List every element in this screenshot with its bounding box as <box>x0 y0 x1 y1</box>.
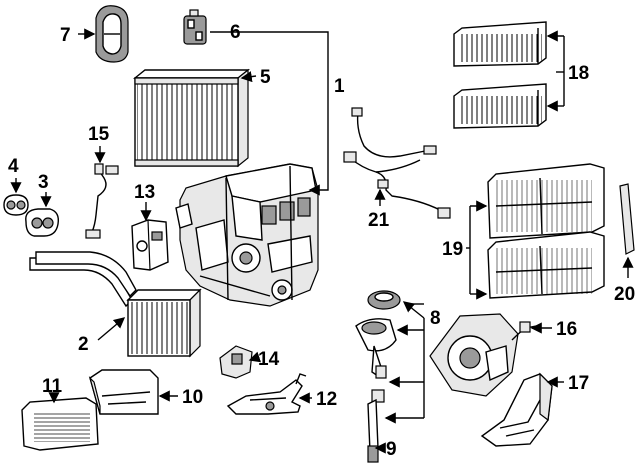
callout-16: 16 <box>556 319 577 340</box>
callout-21: 21 <box>368 210 390 231</box>
callout-10: 10 <box>182 387 203 408</box>
hvac-case-part-1 <box>175 163 319 307</box>
bracket-part-12 <box>226 373 307 415</box>
cabin-filter-lower-part-18 <box>453 83 547 129</box>
leader-lines <box>10 32 634 454</box>
control-panel-part-11 <box>21 397 99 451</box>
callout-19: 19 <box>442 239 463 260</box>
callout-labels: 1 2 3 4 5 6 7 8 9 10 11 12 13 14 15 16 1… <box>8 22 635 460</box>
callout-3: 3 <box>38 172 49 193</box>
evaporator-core-part-5 <box>133 68 250 168</box>
filter-frame-upper-part-19 <box>487 163 605 239</box>
expansion-valve-part-6 <box>183 9 207 45</box>
callout-7: 7 <box>60 25 71 46</box>
callout-13: 13 <box>134 182 155 203</box>
callout-15: 15 <box>88 124 110 145</box>
wiring-part-15 <box>85 163 119 239</box>
seal-strip-part-20 <box>619 183 635 255</box>
callout-14: 14 <box>258 349 280 370</box>
filter-frame-lower-part-19 <box>487 231 605 299</box>
callout-1: 1 <box>334 76 345 97</box>
clip-part-14 <box>219 345 253 379</box>
callout-2: 2 <box>78 334 89 355</box>
callout-9: 9 <box>386 439 397 460</box>
callout-4: 4 <box>8 156 19 177</box>
seal-part-7 <box>95 5 129 63</box>
control-module-part-10 <box>88 369 159 415</box>
grommet-part-4 <box>3 194 29 216</box>
callout-5: 5 <box>260 67 271 88</box>
actuator-part-13 <box>131 219 169 271</box>
callout-20: 20 <box>614 284 635 305</box>
resistor-wire-part-9 <box>367 398 379 463</box>
grommet-part-3 <box>25 208 60 237</box>
cabin-filter-upper-part-18 <box>453 21 547 67</box>
callout-6: 6 <box>230 22 241 43</box>
callout-18: 18 <box>568 63 589 84</box>
blower-housing-part-16 <box>429 313 537 397</box>
callout-8: 8 <box>430 308 441 329</box>
blower-motor-part-8 <box>355 290 401 403</box>
heater-core-part-2 <box>29 251 202 358</box>
callout-17: 17 <box>568 373 589 394</box>
wire-harness-part-21 <box>343 107 451 219</box>
callout-11: 11 <box>42 376 63 397</box>
callout-12: 12 <box>316 389 337 410</box>
